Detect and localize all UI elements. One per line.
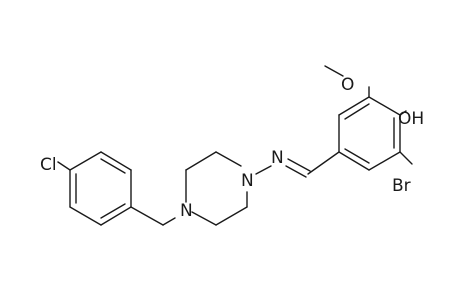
atom-label-n-imine: N [271,148,284,168]
bond [215,206,248,226]
label-layer: Cl N N N O OH Br [40,75,424,221]
bond [338,96,370,116]
bond [368,96,401,116]
bond [344,148,370,164]
bond [338,151,370,171]
bond [399,151,413,165]
atom-label-n-upper: N [241,171,254,191]
bond [287,158,311,172]
bond [255,165,272,175]
bond [100,158,126,174]
bond [307,151,340,175]
bond [162,217,176,226]
bond [57,161,71,171]
atom-label-oh: OH [398,109,424,129]
atom-label-n-lower: N [180,201,193,221]
bond [130,206,164,226]
bond [285,165,307,178]
bond [191,211,217,226]
bond [368,151,401,171]
bond [344,103,370,120]
bond [185,151,217,171]
bond [324,65,344,77]
atom-label-o-methoxy: O [341,75,354,95]
bond [215,151,242,167]
bond [399,110,407,116]
bond [100,206,132,226]
atom-label-cl: Cl [40,155,57,175]
bond-layer [57,65,413,226]
bond [69,206,102,226]
atom-label-br: Br [392,176,411,196]
bond [69,151,102,171]
bond [100,151,132,171]
bond [100,203,126,219]
